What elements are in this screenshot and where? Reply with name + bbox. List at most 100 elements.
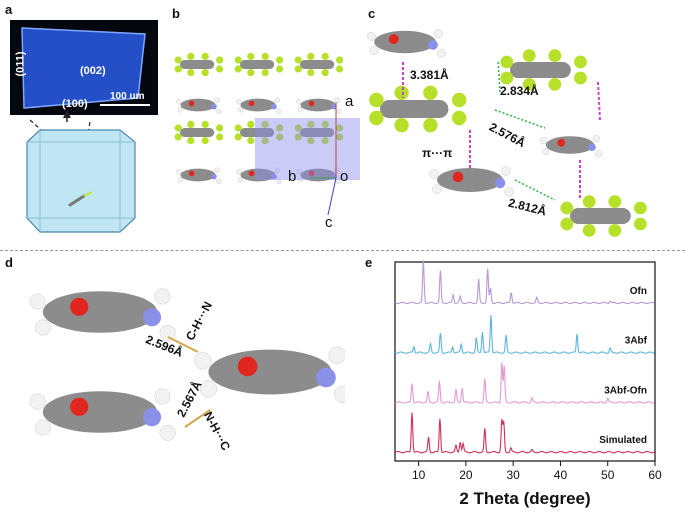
fluorine-atom [247,69,255,77]
abf-molecule [240,98,276,112]
series-line-simulated [394,412,655,454]
fluorine-atom [276,56,284,64]
distance-label-1: 3.381Å [410,68,449,82]
panel-d: d C-H···N 2.596Å 2.567Å N-H···C [0,252,352,517]
oxygen-atom [70,297,89,316]
fluorine-atom [294,65,302,73]
fluorine-atom [423,85,438,101]
hydrogen-atom [336,178,342,185]
panel-b: b a b o c [160,0,365,250]
fluorine-atom [582,195,596,209]
fluorine-atom [234,65,242,73]
hydrogen-atom [159,324,176,341]
x-tick-label: 30 [507,468,521,482]
oxygen-atom [388,34,399,45]
panel-label-a: a [5,2,13,17]
x-axis-label: 2 Theta (degree) [459,489,590,508]
hydrogen-atom [432,184,442,194]
facet-label-100: (100) [62,98,88,110]
fluorine-atom [174,124,182,132]
oxygen-atom [188,170,195,177]
hydrogen-atom [296,169,302,175]
ofn-molecule [240,128,275,137]
oxygen-atom [248,100,255,107]
hydrogen-atom [177,177,184,183]
fluorine-atom [369,110,384,126]
fluorine-atom [522,78,536,91]
interaction-diagram [366,29,647,237]
axis-label-b: b [288,168,297,185]
hydrogen-atom [434,29,444,39]
x-tick-label: 40 [554,468,568,482]
hydrogen-atom [216,178,222,185]
panel-label-d: d [5,255,13,270]
panel-label-c: c [368,6,376,21]
nitrogen-atom [271,173,277,180]
panel-label-e: e [365,255,373,270]
facet-label-011: (011) [14,51,27,77]
hydrogen-atom [429,169,439,179]
hydrogen-atom [276,178,282,185]
hydrogen-atom [297,177,304,183]
nitrogen-atom [142,408,162,427]
hydrogen-atom [274,97,280,103]
fluorine-atom [234,133,242,141]
fluorine-atom [234,56,242,64]
hydrogen-atom [542,148,550,156]
hydrogen-atom [214,167,220,173]
facet-label-002: (002) [80,65,106,77]
fluorine-atom [321,52,329,61]
hydrogen-atom [297,107,304,113]
panel-divider [0,250,685,251]
hydrogen-atom [154,288,171,305]
abf-molecule [300,98,336,112]
nitrogen-atom [142,308,162,327]
hydrogen-atom [592,134,600,142]
nitrogen-atom [211,103,217,110]
ofn-molecule [380,100,449,118]
nitrogen-atom [271,103,277,110]
fluorine-atom [423,118,438,133]
hydrogen-atom [216,108,222,115]
fluorine-atom [307,52,315,61]
fluorine-atom [174,133,182,141]
x-tick-label: 60 [648,468,662,482]
oxygen-atom [248,170,255,177]
fluorine-atom [247,52,255,61]
hydrogen-atom [194,352,212,370]
hydrogen-atom [436,48,446,58]
pi-pi-label: π···π [422,146,453,160]
series-label-simulated: Simulated [599,435,647,446]
hydrogen-atom [328,346,346,364]
fluorine-atom [201,69,209,77]
hydrogen-atom [154,388,171,405]
fluorine-atom [582,224,596,237]
abf-molecule [545,136,595,154]
fluorine-atom [216,133,224,141]
fluorine-atom [174,56,182,64]
crystal-habit-diagram [26,110,136,233]
hydrogen-atom [199,380,218,398]
fluorine-atom [201,120,209,128]
hydrogen-atom [236,169,242,175]
axis-label-c: c [325,214,333,231]
fluorine-atom [174,65,182,73]
hydrogen-atom [501,166,511,176]
hydrogen-atom [29,293,46,310]
fluorine-atom [187,52,195,61]
crystal-micrograph: (011) (002) (100) 100 um [10,20,158,115]
x-tick-label: 10 [412,468,426,482]
fluorine-atom [394,85,409,101]
nitrogen-atom [428,39,438,50]
hydrogen-atom [34,419,51,436]
fluorine-atom [234,124,242,132]
series-label-ofn: Ofn [630,286,647,297]
fluorine-atom [634,201,647,215]
fluorine-atom [276,65,284,73]
hydrogen-atom [334,97,340,103]
scale-bar-label: 100 um [110,91,145,102]
oxygen-atom [452,171,464,183]
hydrogen-atom [296,99,302,105]
abf-molecule [208,349,332,395]
hydrogen-atom [34,319,51,336]
